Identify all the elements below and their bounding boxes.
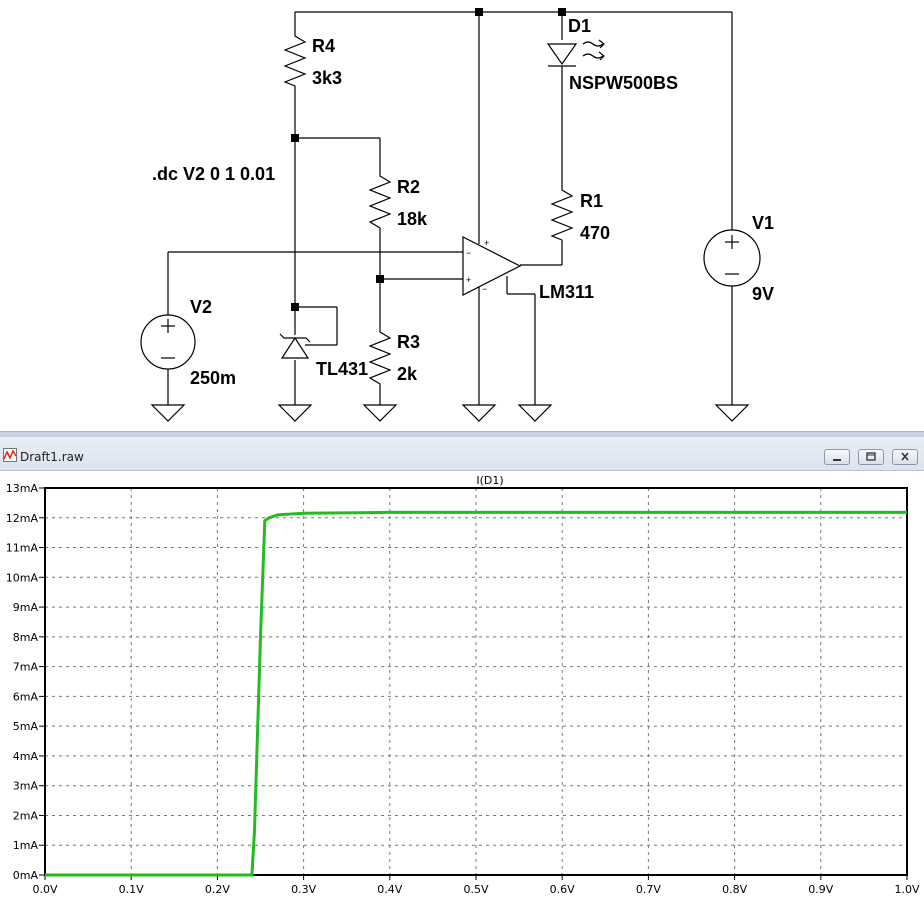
junction-dot [291,303,299,311]
y-tick-label: 3mA [13,780,39,793]
y-tick-label: 12mA [6,512,39,525]
r2-name: R2 [397,177,420,197]
ground-icon [517,404,553,422]
y-tick-label: 8mA [13,631,39,644]
r1-name: R1 [580,191,603,211]
x-tick-label: 0.3V [291,883,316,896]
trace-label[interactable]: I(D1) [476,474,503,487]
plot-frame [44,487,908,876]
ground-icon [277,404,313,422]
y-tick-label: 13mA [6,482,39,495]
pane-splitter[interactable] [0,431,924,438]
y-tick-label: 2mA [13,809,39,822]
x-tick-label: 0.9V [808,883,833,896]
waveform-icon [3,448,17,462]
svg-text:+: + [484,238,489,248]
close-button[interactable] [892,449,918,465]
ground-icon [714,404,750,422]
spice-directive[interactable]: .dc V2 0 1 0.01 [152,164,275,184]
junction-dot [558,8,566,16]
restore-button[interactable] [858,449,884,465]
y-tick-label: 4mA [13,750,39,763]
tl431-label: TL431 [316,359,368,379]
x-tick-label: 0.7V [636,883,661,896]
r3-name: R3 [397,332,420,352]
v2-source[interactable] [140,314,196,370]
lm311-comparator[interactable] [462,236,522,296]
schematic-canvas[interactable]: + − + − R4 3k3 .dc V2 0 1 0.01 R2 18k R3… [0,0,924,433]
trace-i-d1[interactable] [45,510,907,877]
x-tick-label: 0.8V [722,883,747,896]
r1-value: 470 [580,223,610,243]
y-tick-label: 10mA [6,571,39,584]
r3-value: 2k [397,364,418,384]
r2-value: 18k [397,209,428,229]
y-tick-label: 6mA [13,690,39,703]
x-tick-label: 0.2V [205,883,230,896]
y-tick-label: 1mA [13,839,39,852]
x-tick-label: 0.0V [32,883,57,896]
waveform-plot[interactable]: 0mA 1mA 2mA 3mA 4mA 5mA 6mA 7mA 8mA 9mA 10mA 11mA 12… [0,470,924,899]
y-tick-label: 7mA [13,661,39,674]
tl431-regulator[interactable] [279,333,311,359]
v1-value: 9V [752,284,774,304]
restore-icon [866,452,876,461]
r3-resistor[interactable] [368,326,392,390]
svg-text:−: − [466,248,471,258]
d1-value: NSPW500BS [569,73,678,93]
minimize-button[interactable] [824,449,850,465]
r2-resistor[interactable] [368,170,392,232]
junction-dot [475,8,483,16]
lm311-label: LM311 [539,282,594,302]
ground-icon [362,404,398,422]
r4-name: R4 [312,36,335,56]
x-tick-label: 0.1V [119,883,144,896]
y-tick-label: 5mA [13,720,39,733]
y-tick-label: 11mA [6,542,39,555]
minimize-icon [833,459,841,461]
y-tick-label: 0mA [13,869,39,882]
x-tick-label: 0.4V [377,883,402,896]
v1-name: V1 [752,213,774,233]
x-tick-label: 0.6V [550,883,575,896]
junction-dot [291,134,299,142]
close-icon [901,452,909,461]
ground-icon [150,404,186,422]
svg-text:−: − [482,284,487,294]
d1-led[interactable] [546,39,605,67]
v2-value: 250m [190,368,236,388]
v1-source[interactable] [703,229,761,287]
svg-text:+: + [466,275,471,285]
waveform-window: Draft1.raw 0mA 1mA 2mA 3mA 4mA 5mA 6mA 7mA 8mA 9m… [0,437,924,899]
r4-value: 3k3 [312,68,342,88]
junction-dot [376,275,384,283]
y-tick-label: 9mA [13,601,39,614]
window-title: Draft1.raw [20,450,84,464]
r4-resistor[interactable] [283,30,307,90]
r1-resistor[interactable] [550,185,574,241]
v2-name: V2 [190,297,212,317]
x-tick-label: 0.5V [463,883,488,896]
x-tick-label: 1.0V [894,883,919,896]
ground-icon [461,404,497,422]
d1-name: D1 [568,16,591,36]
window-titlebar[interactable]: Draft1.raw [0,437,924,471]
